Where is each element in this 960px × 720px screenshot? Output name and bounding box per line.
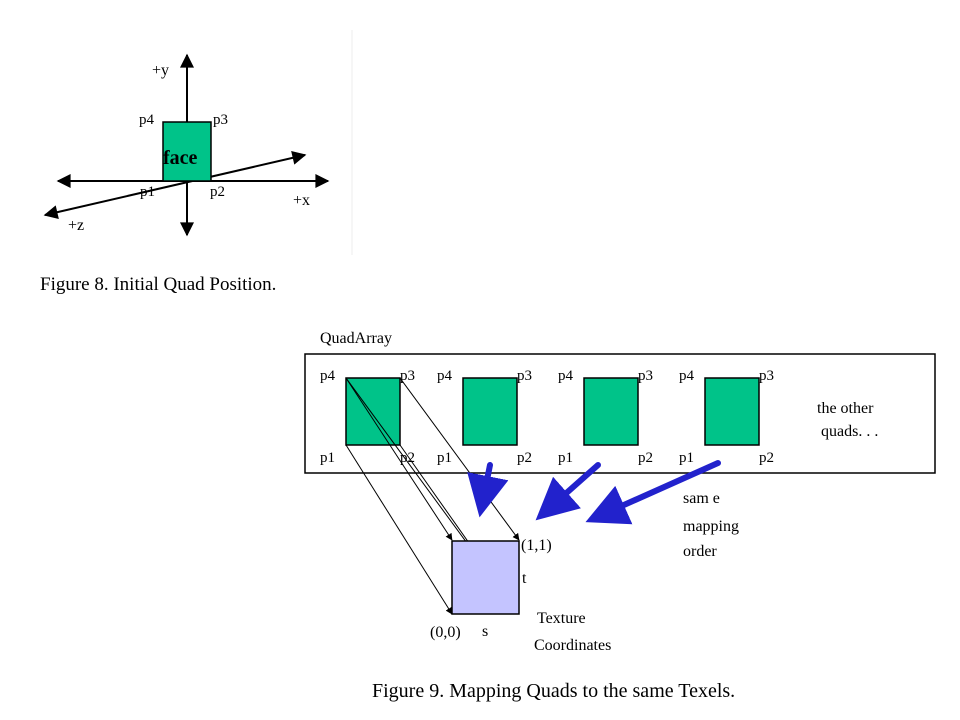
other-quads-line1: the other xyxy=(817,400,874,417)
quad-1-p3: p3 xyxy=(400,368,415,384)
quad-2-rect xyxy=(462,377,518,446)
quad-4-p3: p3 xyxy=(759,368,774,384)
figure9-caption: Figure 9. Mapping Quads to the same Texe… xyxy=(372,680,735,702)
vertex-label-p1: p1 xyxy=(140,184,155,200)
quad-4: p4 p3 p1 p2 xyxy=(679,368,774,466)
texture-label-line1: Texture xyxy=(537,610,586,627)
z-axis xyxy=(43,151,307,219)
quad-3: p4 p3 p1 p2 xyxy=(558,368,653,466)
t-axis-label: t xyxy=(522,570,527,587)
quad-1-rect xyxy=(345,377,401,446)
other-quads-line2: quads. . . xyxy=(821,423,878,440)
face-quad xyxy=(162,121,212,182)
quad-1-p1: p1 xyxy=(320,450,335,466)
vertex-label-p3: p3 xyxy=(213,112,228,128)
quad-2-p4: p4 xyxy=(437,368,453,384)
vertex-label-p4: p4 xyxy=(139,112,155,128)
quadarray-title: QuadArray xyxy=(320,330,392,347)
quad-1: p4 p3 p1 p2 xyxy=(320,368,415,466)
figure9-diagram: QuadArray p4 p3 p1 p2 p4 p3 p1 p2 p4 p3 … xyxy=(304,330,936,702)
mapping-note-line1: sam e xyxy=(683,490,720,507)
quad-2-p2: p2 xyxy=(517,450,532,466)
quad-2: p4 p3 p1 p2 xyxy=(437,368,532,466)
texture-square xyxy=(451,540,520,615)
quad-3-p3: p3 xyxy=(638,368,653,384)
face-label: face xyxy=(163,147,198,169)
figure8-caption: Figure 8. Initial Quad Position. xyxy=(40,274,276,295)
blue-arrow-quad-3 xyxy=(535,462,601,521)
quad-4-p2: p2 xyxy=(759,450,774,466)
quad-3-p1: p1 xyxy=(558,450,573,466)
quadarray-box xyxy=(304,353,936,474)
quad-1-p4: p4 xyxy=(320,368,336,384)
blue-arrow-quad-4 xyxy=(585,460,721,525)
figure8-diagram: face +y +x +z p4 p3 p1 p2 Figure 8. Init… xyxy=(40,30,353,295)
quad-3-p2: p2 xyxy=(638,450,653,466)
map-line-p4-to-tl xyxy=(345,377,453,541)
quad-3-rect xyxy=(583,377,639,446)
same-order-arrows xyxy=(467,460,721,525)
quad-2-p3: p3 xyxy=(517,368,532,384)
coord-label-1-1: (1,1) xyxy=(521,537,552,554)
quad-1-p2: p2 xyxy=(400,450,415,466)
coord-label-0-0: (0,0) xyxy=(430,624,461,641)
s-axis-label: s xyxy=(482,623,488,640)
map-line-p1-to-bl xyxy=(345,444,453,615)
blue-arrow-quad-2 xyxy=(467,462,509,518)
quad-2-p1: p1 xyxy=(437,450,452,466)
texture-label-line2: Coordinates xyxy=(534,637,611,654)
axis-label-y: +y xyxy=(152,62,169,79)
quad-4-p4: p4 xyxy=(679,368,695,384)
quad-3-p4: p4 xyxy=(558,368,574,384)
axis-label-z: +z xyxy=(68,217,84,234)
quad-4-rect xyxy=(704,377,760,446)
vertex-label-p2: p2 xyxy=(210,184,225,200)
axis-label-x: +x xyxy=(293,192,310,209)
quad-4-p1: p1 xyxy=(679,450,694,466)
mapping-note-line2: mapping xyxy=(683,518,739,535)
mapping-note-line3: order xyxy=(683,543,717,560)
